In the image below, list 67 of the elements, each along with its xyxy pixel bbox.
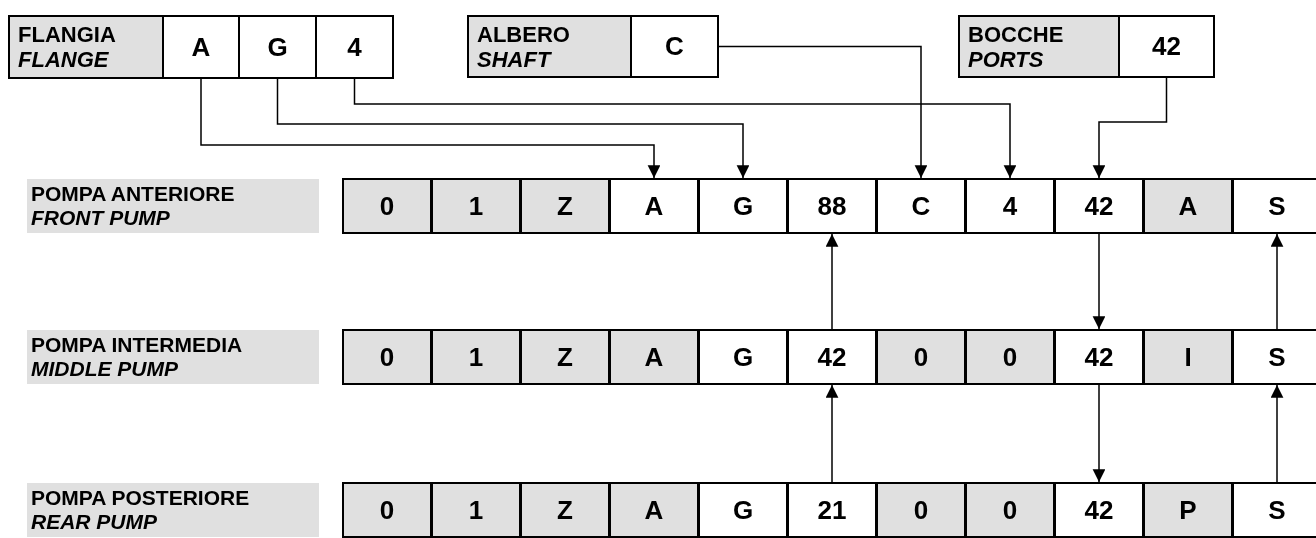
code-cell: Z xyxy=(520,482,610,538)
code-cell: 1 xyxy=(431,329,521,385)
code-cell: G xyxy=(238,15,317,79)
code-cell: S xyxy=(1232,178,1316,234)
code-cell: S xyxy=(1232,329,1316,385)
code-cell: G xyxy=(698,178,788,234)
arrow xyxy=(1092,233,1106,330)
italian-label: POMPA ANTERIORE xyxy=(31,182,236,206)
code-cell: I xyxy=(1143,329,1233,385)
arrow xyxy=(1092,77,1168,179)
arrow xyxy=(276,78,750,179)
english-label: SHAFT xyxy=(477,46,553,72)
code-cell: A xyxy=(609,178,699,234)
code-cell: C xyxy=(876,178,966,234)
code-cell: 42 xyxy=(1054,482,1144,538)
code-cell: G xyxy=(698,329,788,385)
code-cell: 42 xyxy=(1054,178,1144,234)
code-cell: S xyxy=(1232,482,1316,538)
code-cell: 0 xyxy=(965,482,1055,538)
code-cell: 0 xyxy=(965,329,1055,385)
arrow xyxy=(825,233,839,330)
code-cell: 42 xyxy=(1118,15,1215,78)
code-cell: Z xyxy=(520,329,610,385)
header-cell xyxy=(958,15,1120,78)
code-cell: C xyxy=(630,15,719,78)
arrow xyxy=(825,384,839,483)
code-cell: 42 xyxy=(787,329,877,385)
code-cell: 0 xyxy=(876,329,966,385)
code-cell: G xyxy=(698,482,788,538)
row-label xyxy=(27,179,319,233)
code-cell: A xyxy=(609,482,699,538)
arrow xyxy=(1270,233,1284,330)
english-label: FRONT PUMP xyxy=(31,206,171,230)
code-cell: Z xyxy=(520,178,610,234)
english-label: REAR PUMP xyxy=(31,510,158,534)
italian-label: POMPA POSTERIORE xyxy=(31,486,251,510)
arrow xyxy=(353,78,1017,179)
code-cell: 0 xyxy=(342,482,432,538)
italian-label: FLANGIA xyxy=(18,22,117,47)
code-cell: 0 xyxy=(342,178,432,234)
header-cell xyxy=(8,15,164,79)
code-cell: A xyxy=(609,329,699,385)
code-cell: 4 xyxy=(315,15,394,79)
row-label xyxy=(27,330,319,384)
code-cell: 88 xyxy=(787,178,877,234)
arrow xyxy=(1092,384,1106,483)
arrow xyxy=(200,78,661,179)
arrow xyxy=(1270,384,1284,483)
code-cell: 4 xyxy=(965,178,1055,234)
code-cell: 0 xyxy=(342,329,432,385)
english-label: PORTS xyxy=(968,46,1045,72)
code-cell: P xyxy=(1143,482,1233,538)
italian-label: POMPA INTERMEDIA xyxy=(31,333,244,357)
header-cell xyxy=(467,15,632,78)
code-cell: A xyxy=(1143,178,1233,234)
code-cell: A xyxy=(162,15,240,79)
code-cell: 0 xyxy=(876,482,966,538)
english-label: FLANGE xyxy=(18,47,110,72)
italian-label: BOCCHE xyxy=(968,21,1065,47)
code-cell: 42 xyxy=(1054,329,1144,385)
code-cell: 21 xyxy=(787,482,877,538)
code-cell: 1 xyxy=(431,482,521,538)
row-label xyxy=(27,483,319,537)
english-label: MIDDLE PUMP xyxy=(31,357,179,381)
italian-label: ALBERO xyxy=(477,21,571,47)
code-cell: 1 xyxy=(431,178,521,234)
arrow xyxy=(718,45,928,179)
